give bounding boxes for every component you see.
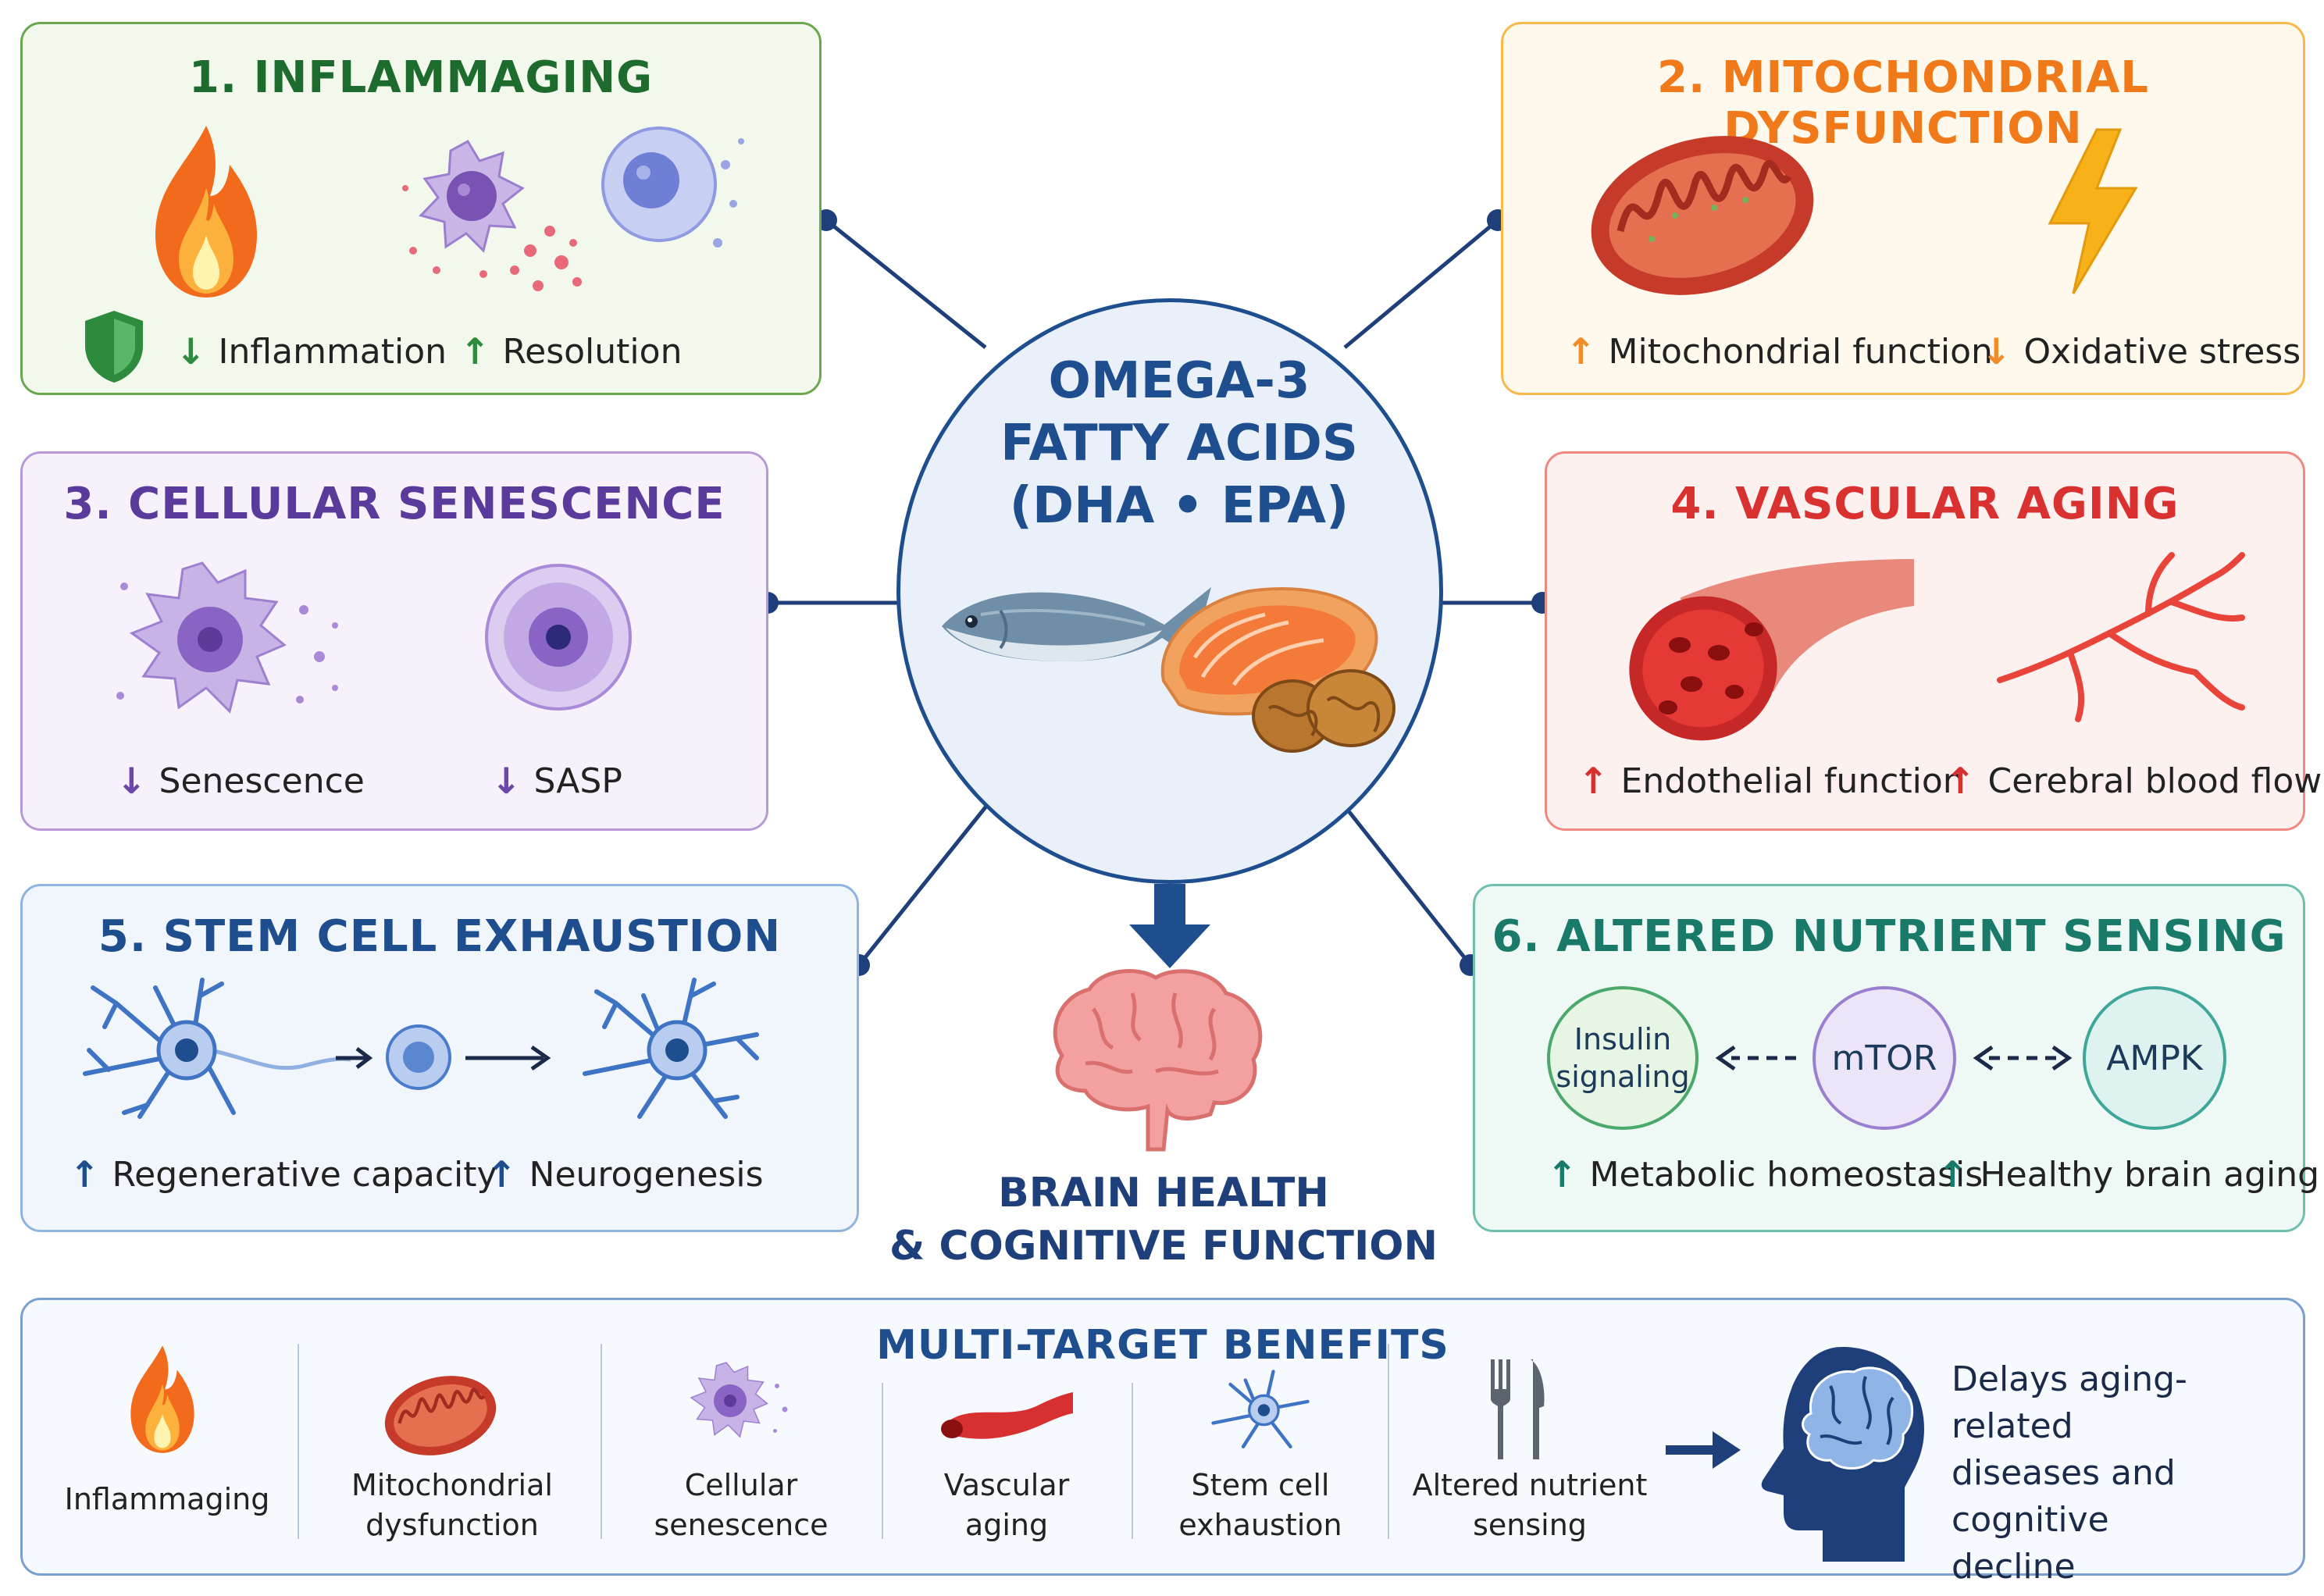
up-arrow-icon: ↑ [487, 1153, 517, 1195]
brain-health-label: BRAIN HEALTH & COGNITIVE FUNCTION [889, 1170, 1438, 1270]
bullet-healthy-brain-aging: ↑ Healthy brain aging [1937, 1153, 2320, 1195]
stem-cell-icon [386, 1024, 451, 1090]
ampk-node: AMPK [2083, 986, 2226, 1130]
panel-title: 4. VASCULAR AGING [1670, 479, 2180, 529]
neuron-icon [1211, 1370, 1310, 1448]
bullet-oxidative-stress: ↓ Oxidative stress [1981, 330, 2301, 372]
divider [882, 1383, 883, 1539]
panel-title: 1. INFLAMMAGING [188, 52, 654, 103]
divider [1132, 1383, 1133, 1539]
omega3-title: OMEGA-3 FATTY ACIDS (DHA • EPA) [1000, 352, 1358, 535]
bullet-sasp: ↓ SASP [491, 760, 622, 802]
panel-mitochondrial-dysfunction: 2. MITOCHONDRIAL DYSFUNCTION ↑ Mitochond… [1501, 22, 2305, 395]
panel-vascular-aging: 4. VASCULAR AGING ↑ Endothelial function… [1545, 451, 2322, 831]
brain-icon [1053, 969, 1263, 1152]
bullet-metabolic-homeostasis: ↑ Metabolic homeostasis [1547, 1153, 1984, 1195]
neuron-icon [583, 978, 759, 1119]
down-arrow-icon: ↓ [1981, 330, 2012, 372]
lightning-icon [2048, 128, 2138, 294]
panel-title: 3. CELLULAR SENESCENCE [63, 479, 725, 529]
bullet-resolution: ↑ Resolution [460, 330, 683, 372]
down-arrow-icon: ↓ [116, 760, 147, 802]
blood-vessel-icon [941, 1392, 1073, 1439]
benefit-label-inflammaging: Inflammaging [64, 1482, 270, 1516]
bullet-inflammation: ↓ Inflammation [176, 330, 447, 372]
flame-icon [130, 1345, 194, 1453]
bullet-endothelial-function: ↑ Endothelial function [1578, 760, 1965, 802]
head-brain-icon [1761, 1347, 1924, 1562]
shield-icon [85, 311, 143, 383]
bullet-regenerative-capacity: ↑ Regenerative capacity [70, 1153, 497, 1195]
capillary-icon [1997, 552, 2245, 722]
progression-arrow-icon [336, 1047, 373, 1069]
divider [298, 1344, 299, 1539]
mtor-node: mTOR [1813, 986, 1956, 1130]
up-arrow-icon: ↑ [1566, 330, 1596, 372]
panel-stem-cell-exhaustion: 5. STEM CELL EXHAUSTION [20, 884, 859, 1232]
mitochondrion-icon [384, 1376, 497, 1455]
down-arrow-icon [1129, 884, 1210, 968]
senescent-cell-icon [690, 1362, 788, 1438]
mitochondrion-icon [1591, 136, 1814, 295]
bullet-cerebral-blood-flow: ↑ Cerebral blood flow [1945, 760, 2322, 802]
bullet-senescence: ↓ Senescence [116, 760, 365, 802]
healthy-cell-icon [485, 564, 632, 711]
benefit-label-stem-cell-exhaustion: Stem cell exhaustion [1178, 1468, 1342, 1543]
fish-icon [942, 587, 1215, 673]
right-arrow-icon [1666, 1431, 1741, 1469]
up-arrow-icon: ↑ [1547, 1153, 1577, 1195]
panel-title: 5. STEM CELL EXHAUSTION [98, 911, 782, 962]
dashed-arrow-icon [1715, 1045, 1796, 1071]
blood-vessel-icon [1629, 559, 1914, 741]
benefit-label-cellular-senescence: Cellular senescence [654, 1468, 829, 1543]
neuron-icon [83, 978, 351, 1119]
panel-cellular-senescence: 3. CELLULAR SENESCENCE ↓ Senescence ↓ SA… [20, 451, 768, 831]
up-arrow-icon: ↑ [1945, 760, 1976, 802]
down-arrow-icon: ↓ [176, 330, 206, 372]
up-arrow-icon: ↑ [1578, 760, 1609, 802]
divider [601, 1344, 602, 1539]
walnut-icon [1252, 669, 1395, 753]
omega3-center-circle [896, 298, 1443, 884]
benefits-title: MULTI-TARGET BENEFITS [876, 1322, 1449, 1369]
fork-knife-icon [1491, 1359, 1545, 1459]
senescent-cell-icon [116, 561, 338, 714]
flame-icon [155, 126, 257, 297]
panel-title: 2. MITOCHONDRIAL DYSFUNCTION [1656, 52, 2149, 154]
bullet-neurogenesis: ↑ Neurogenesis [487, 1153, 764, 1195]
up-arrow-icon: ↑ [1937, 1153, 1968, 1195]
bidirectional-dashed-arrow-icon [1973, 1045, 2073, 1071]
benefit-label-vascular-aging: Vascular aging [943, 1468, 1070, 1543]
up-arrow-icon: ↑ [460, 330, 490, 372]
divider [1388, 1344, 1389, 1539]
progression-arrow-icon [465, 1045, 551, 1071]
multi-target-benefits-panel: MULTI-TARGET BENEFITS Inflammaging Mitoc… [20, 1298, 2305, 1587]
panel-title: 6. ALTERED NUTRIENT SENSING [1492, 911, 2287, 962]
benefit-label-altered-nutrient-sensing: Altered nutrient sensing [1412, 1468, 1648, 1543]
outcome-text: Delays aging-related diseases and cognit… [1952, 1359, 2187, 1587]
benefit-label-mitochondrial-dysfunction: Mitochondrial dysfunction [351, 1468, 553, 1543]
up-arrow-icon: ↑ [70, 1153, 100, 1195]
down-arrow-icon: ↓ [491, 760, 522, 802]
immune-cell-icon [402, 126, 744, 291]
bullet-mitochondrial-function: ↑ Mitochondrial function [1566, 330, 1993, 372]
panel-inflammaging: 1. INFLAMMAGING ↓ Inflammation ↑ Resolut… [20, 22, 822, 395]
